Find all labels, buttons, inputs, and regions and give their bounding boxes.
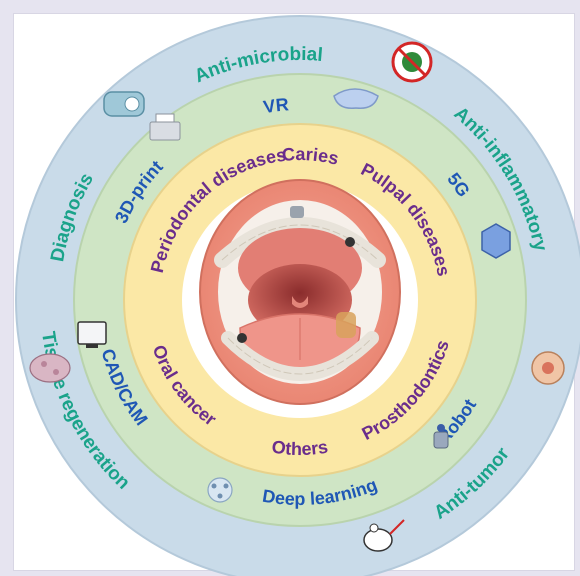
knee-joint-icon: [532, 352, 564, 384]
neural-network-icon: [208, 478, 232, 502]
inner-label-others: Others: [270, 437, 329, 460]
mouth-illustration: [200, 180, 400, 404]
no-microbe-icon: [393, 43, 431, 81]
middle-label-vr: VR: [262, 94, 290, 117]
computer-monitor-icon: [78, 322, 106, 348]
5g-network-icon: [482, 224, 510, 258]
mri-scanner-icon: [104, 92, 144, 116]
vr-headset-icon: [334, 89, 378, 108]
tissue-scaffold-icon: [30, 354, 70, 382]
